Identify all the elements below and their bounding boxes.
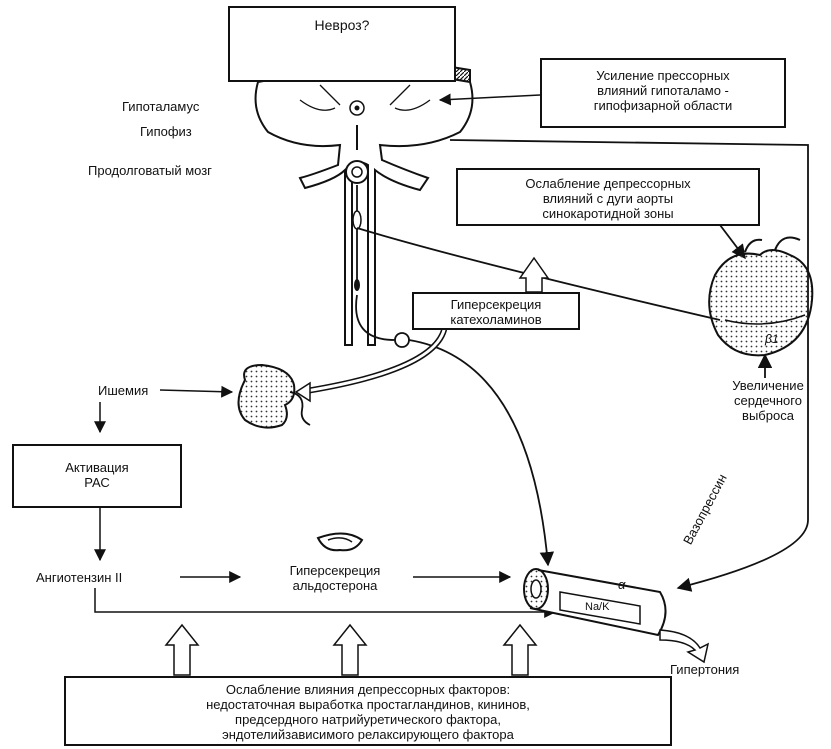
pressor-line-1: Усиление прессорных xyxy=(542,68,784,83)
neurosis-box: Невроз? xyxy=(228,6,456,82)
depressor-box: Ослабление депрессорных влияний с дуги а… xyxy=(456,168,760,226)
heart-illustration xyxy=(709,238,812,378)
cardiac-line-1: Увеличение xyxy=(718,378,818,393)
adrenal-illustration xyxy=(318,533,362,550)
cardiac-line-2: сердечного xyxy=(718,393,818,408)
ras-box: Активация РАС xyxy=(12,444,182,508)
hypothalamus-label: Гипоталамус xyxy=(122,99,199,114)
nerve-pathway xyxy=(353,185,720,565)
catechol-line-2: катехоламинов xyxy=(414,312,578,327)
bottom-line-3: предсердного натрийуретического фактора, xyxy=(66,712,670,727)
cardiac-line-3: выброса xyxy=(718,408,818,423)
bottom-line-1: Ослабление влияния депрессорных факторов… xyxy=(66,682,670,697)
depressor-line-2: влияний с дуги аорты xyxy=(458,191,758,206)
catecholamine-box: Гиперсекреция катехоламинов xyxy=(412,292,580,330)
hypertension-label: Гипертония xyxy=(670,662,739,677)
pressor-line-3: гипофизарной области xyxy=(542,98,784,113)
ras-line-2: РАС xyxy=(14,475,180,490)
medulla-label: Продолговатый мозг xyxy=(88,163,212,178)
arrow-hypertension xyxy=(660,630,708,662)
nak-label: Na/K xyxy=(585,600,609,615)
bottom-line-4: эндотелийзависимого релаксирующего факто… xyxy=(66,727,670,742)
hypophysis-label: Гипофиз xyxy=(140,124,192,139)
angiotensin-label: Ангиотензин II xyxy=(36,570,122,585)
neurosis-label: Невроз? xyxy=(230,18,454,33)
ras-line-1: Активация xyxy=(14,460,180,475)
arrow-ischemia-kidney xyxy=(160,390,232,392)
pressor-line-2: влияний гипоталамо - xyxy=(542,83,784,98)
bottom-open-arrows xyxy=(166,625,536,675)
arrow-depressor xyxy=(720,225,745,258)
bottom-line-2: недостаточная выработка простагландинов,… xyxy=(66,697,670,712)
beta-label: β1 xyxy=(765,332,779,347)
cardiac-output-label: Увеличение сердечного выброса xyxy=(718,378,818,423)
aldosterone-label: Гиперсекреция альдостерона xyxy=(260,563,410,593)
kidney-illustration xyxy=(239,365,311,428)
catechol-line-1: Гиперсекреция xyxy=(414,297,578,312)
bottom-factors-box: Ослабление влияния депрессорных факторов… xyxy=(64,676,672,746)
ischemia-label: Ишемия xyxy=(98,383,148,398)
arrow-up-open xyxy=(520,258,548,292)
aldo-line-2: альдостерона xyxy=(260,578,410,593)
aldo-line-1: Гиперсекреция xyxy=(260,563,410,578)
depressor-line-3: синокаротидной зоны xyxy=(458,206,758,221)
depressor-line-1: Ослабление депрессорных xyxy=(458,176,758,191)
alpha-label: α xyxy=(618,577,625,592)
pressor-box: Усиление прессорных влияний гипоталамо -… xyxy=(540,58,786,128)
